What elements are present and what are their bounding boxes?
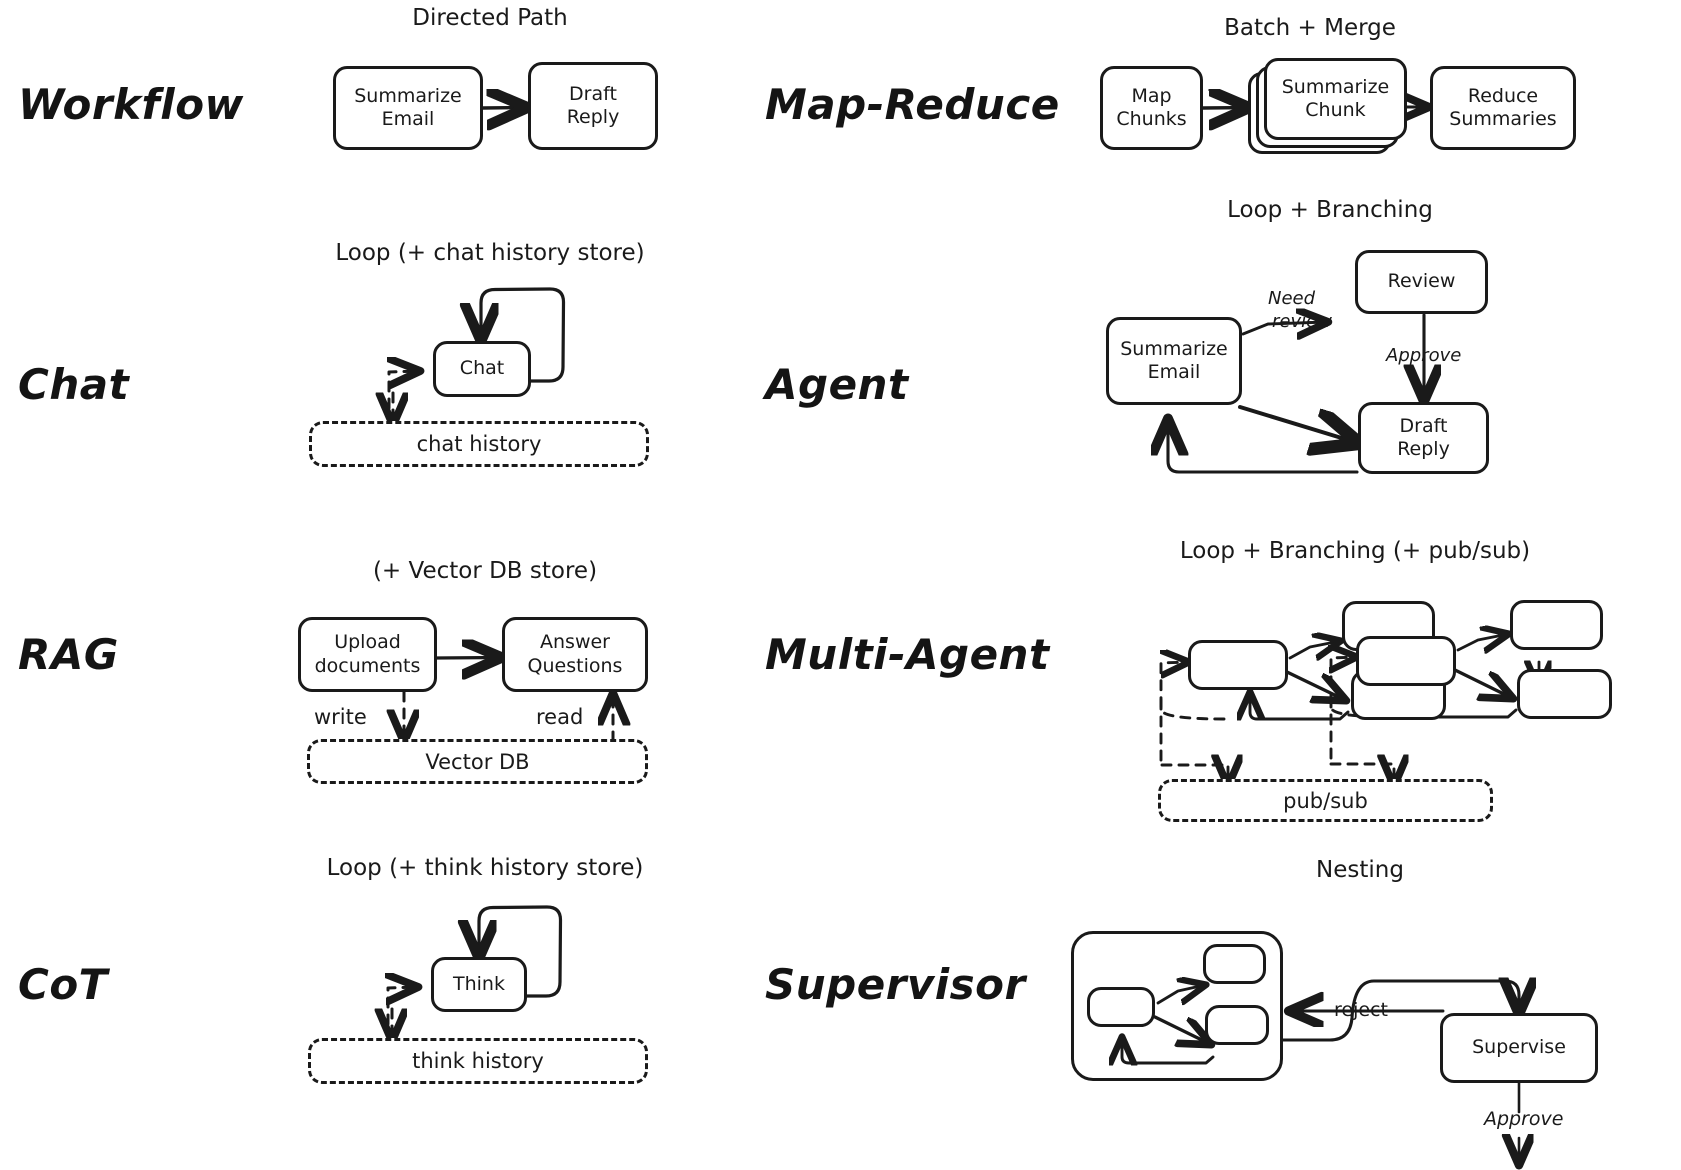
node-draft-reply-agent[interactable]: Draft Reply [1358,402,1489,474]
node-ma2-a[interactable] [1356,636,1456,686]
caption-agent: Loop + Branching [1227,197,1433,223]
node-label-line1: Summarize [1120,337,1228,360]
node-map-chunks[interactable]: Map Chunks [1100,66,1203,150]
node-chat[interactable]: Chat [433,341,531,397]
row-label-cot: CoT [18,960,108,1009]
edge-label-reject: reject [1334,999,1388,1021]
node-label-line2: Questions [527,654,623,677]
node-ma2-c[interactable] [1517,669,1612,719]
node-reduce-summaries[interactable]: Reduce Summaries [1430,66,1576,150]
node-label: Upload documents [315,631,421,677]
node-label: Think [453,972,505,995]
node-label: Reduce Summaries [1449,85,1556,131]
edge-label-need: Need [1268,288,1316,309]
node-label: Draft Reply [567,83,620,129]
node-sup-b[interactable] [1203,944,1266,984]
caption-rag: (+ Vector DB store) [372,558,598,584]
edge-ma1-a-to-b [1288,641,1340,658]
row-label-map-reduce: Map-Reduce [765,80,1060,129]
edge-label-approve: Approve [1386,345,1462,366]
row-label-multi-agent: Multi-Agent [765,630,1050,679]
row-label-agent: Agent [765,360,909,409]
edge-thinkhistory-to-think [388,987,417,1043]
node-label-line2: documents [314,654,421,677]
node-label-line1: Map [1131,84,1172,107]
node-answer-questions[interactable]: Answer Questions [502,617,648,692]
edge-ma2-a-to-b [1456,634,1508,650]
node-draft-reply[interactable]: Draft Reply [528,62,658,150]
node-label: Summarize Chunk [1282,76,1390,122]
row-label-workflow: Workflow [18,80,244,129]
edge-chathistory-to-chat [389,371,419,427]
row-label-rag: RAG [18,630,119,679]
node-label: Chat [459,357,505,380]
node-label-line1: Upload [334,631,401,654]
node-label-line2: Email [381,108,435,130]
store-vector-db[interactable]: Vector DB [307,739,648,784]
row-label-supervisor: Supervisor [765,960,1026,1009]
store-label: pub/sub [1283,788,1368,813]
node-label: Map Chunks [1116,85,1186,131]
edge-label-read: read [536,705,584,729]
node-label-line1: Draft [569,82,617,105]
node-label-line2: Reply [566,106,620,128]
edge-ma2-a-to-c [1453,668,1512,698]
node-summarize-email[interactable]: Summarize Email [333,66,483,150]
node-summarize-chunk[interactable]: Summarize Chunk [1264,58,1407,140]
node-label-line1: Reduce [1467,84,1539,107]
node-label: Draft Reply [1397,415,1450,461]
node-label-line2: Reply [1397,438,1450,460]
edge-label-review: review [1272,311,1332,332]
store-pubsub[interactable]: pub/sub [1158,779,1493,822]
node-supervise[interactable]: Supervise [1440,1013,1598,1083]
node-label-line1: Draft [1399,414,1448,437]
node-label-line2: Chunk [1305,99,1366,121]
node-label: Answer Questions [528,631,623,677]
edge-ma1-c-to-a [1250,693,1350,719]
node-review[interactable]: Review [1355,250,1488,314]
caption-cot: Loop (+ think history store) [326,855,644,881]
node-ma2-b[interactable] [1510,600,1603,650]
edge-ma1-a-to-c [1285,670,1345,700]
store-label: chat history [416,432,542,456]
node-label-line1: Summarize [1281,75,1390,98]
node-label: Summarize Email [354,85,462,131]
node-label: Review [1387,270,1456,293]
edge-summarize-to-draft [481,108,526,109]
caption-workflow: Directed Path [412,5,568,31]
caption-supervisor: Nesting [1316,857,1404,883]
node-label-line2: Email [1147,361,1201,383]
node-ma1-a[interactable] [1188,640,1288,690]
store-label: think history [412,1049,544,1073]
store-think-history[interactable]: think history [308,1038,648,1084]
group-nested-agent[interactable] [1071,931,1283,1081]
node-think[interactable]: Think [431,957,527,1012]
node-label: Summarize Email [1120,338,1228,384]
caption-chat: Loop (+ chat history store) [335,240,645,266]
edge-draftreply-loop-back [1168,420,1359,474]
caption-map-reduce: Batch + Merge [1224,15,1396,41]
edge-label-write: write [314,705,367,729]
node-sup-c[interactable] [1205,1005,1269,1045]
store-chat-history[interactable]: chat history [309,421,649,467]
node-upload-documents[interactable]: Upload documents [298,617,437,692]
node-summarize-email-agent[interactable]: Summarize Email [1106,317,1242,405]
node-label-line2: Chunks [1116,108,1187,130]
edge-summarize-to-draftreply [1238,405,1358,443]
row-label-chat: Chat [18,360,130,409]
node-label: Supervise [1472,1036,1566,1059]
caption-multi-agent: Loop + Branching (+ pub/sub) [1179,538,1531,564]
node-label-line2: Summaries [1449,108,1557,130]
node-label-line1: Answer [540,631,610,654]
store-label: Vector DB [425,749,530,774]
node-sup-a[interactable] [1087,987,1155,1027]
edge-upload-to-answer [434,658,500,659]
node-label-line1: Summarize [354,84,462,107]
edge-label-supervise-approve: Approve [1484,1108,1564,1130]
